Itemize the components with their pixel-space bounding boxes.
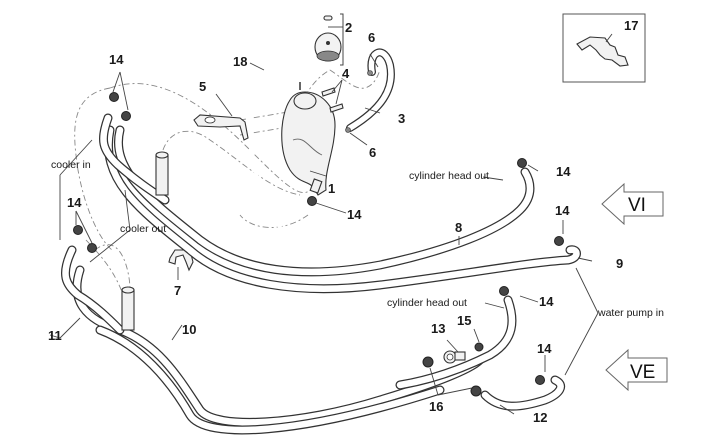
callout-18: 18 [233,54,247,69]
callout-2: 2 [345,20,352,35]
leader-lines [49,26,613,415]
callout-14e: 14 [555,203,570,218]
expansion-tank [281,82,336,196]
callout-6b: 6 [369,145,376,160]
callout-6a: 6 [368,30,375,45]
callout-15: 15 [457,313,471,328]
hose-11 [60,245,135,335]
annotation-cooler-out: cooler out [120,223,166,235]
hose-9 [104,125,581,294]
annotation-water-pump-in: water pump in [597,307,664,319]
callout-10: 10 [182,322,196,337]
callout-9: 9 [616,256,623,271]
hose-8 [114,125,535,277]
callout-16: 16 [429,399,443,414]
callout-8: 8 [455,220,462,235]
fittings-13-15-16 [422,342,484,397]
annotation-cooler-in: cooler in [51,159,91,171]
callout-13: 13 [431,321,445,336]
annotation-cylinder-head-out-1: cylinder head out [409,170,489,182]
callout-14b: 14 [67,195,82,210]
callout-7: 7 [174,283,181,298]
hose-12 [395,295,566,411]
callout-1: 1 [328,181,335,196]
hose-18 [248,16,312,247]
view-arrow-vi-label: VI [628,195,646,216]
callout-14d: 14 [556,164,571,179]
cap-2 [314,13,344,66]
annotation-cylinder-head-out-2: cylinder head out [387,297,467,309]
callout-12: 12 [533,410,547,425]
box-17 [562,13,646,83]
hose-3 [346,48,395,132]
annotations: cooler in cooler out cylinder head out c… [51,159,664,319]
view-arrow-ve-label: VE [630,362,655,383]
callout-17: 17 [624,18,638,33]
clamps-14 [73,70,564,385]
callout-14a: 14 [109,52,124,67]
callout-5: 5 [199,79,206,94]
screws-4 [321,87,344,113]
callout-14f: 14 [539,294,554,309]
callout-11: 11 [48,328,62,343]
hose-10 [72,265,485,435]
upper-y-pipe [98,113,170,205]
view-arrow-ve: VE [605,348,668,392]
callout-14c: 14 [347,207,362,222]
view-arrow-vi: VI [601,182,664,226]
callout-14g: 14 [537,341,552,356]
callouts: 1 2 3 4 5 6 6 7 8 9 10 11 12 13 14 14 14… [48,18,638,425]
bracket-5 [193,114,249,141]
callout-4: 4 [342,66,350,81]
callout-3: 3 [398,111,405,126]
